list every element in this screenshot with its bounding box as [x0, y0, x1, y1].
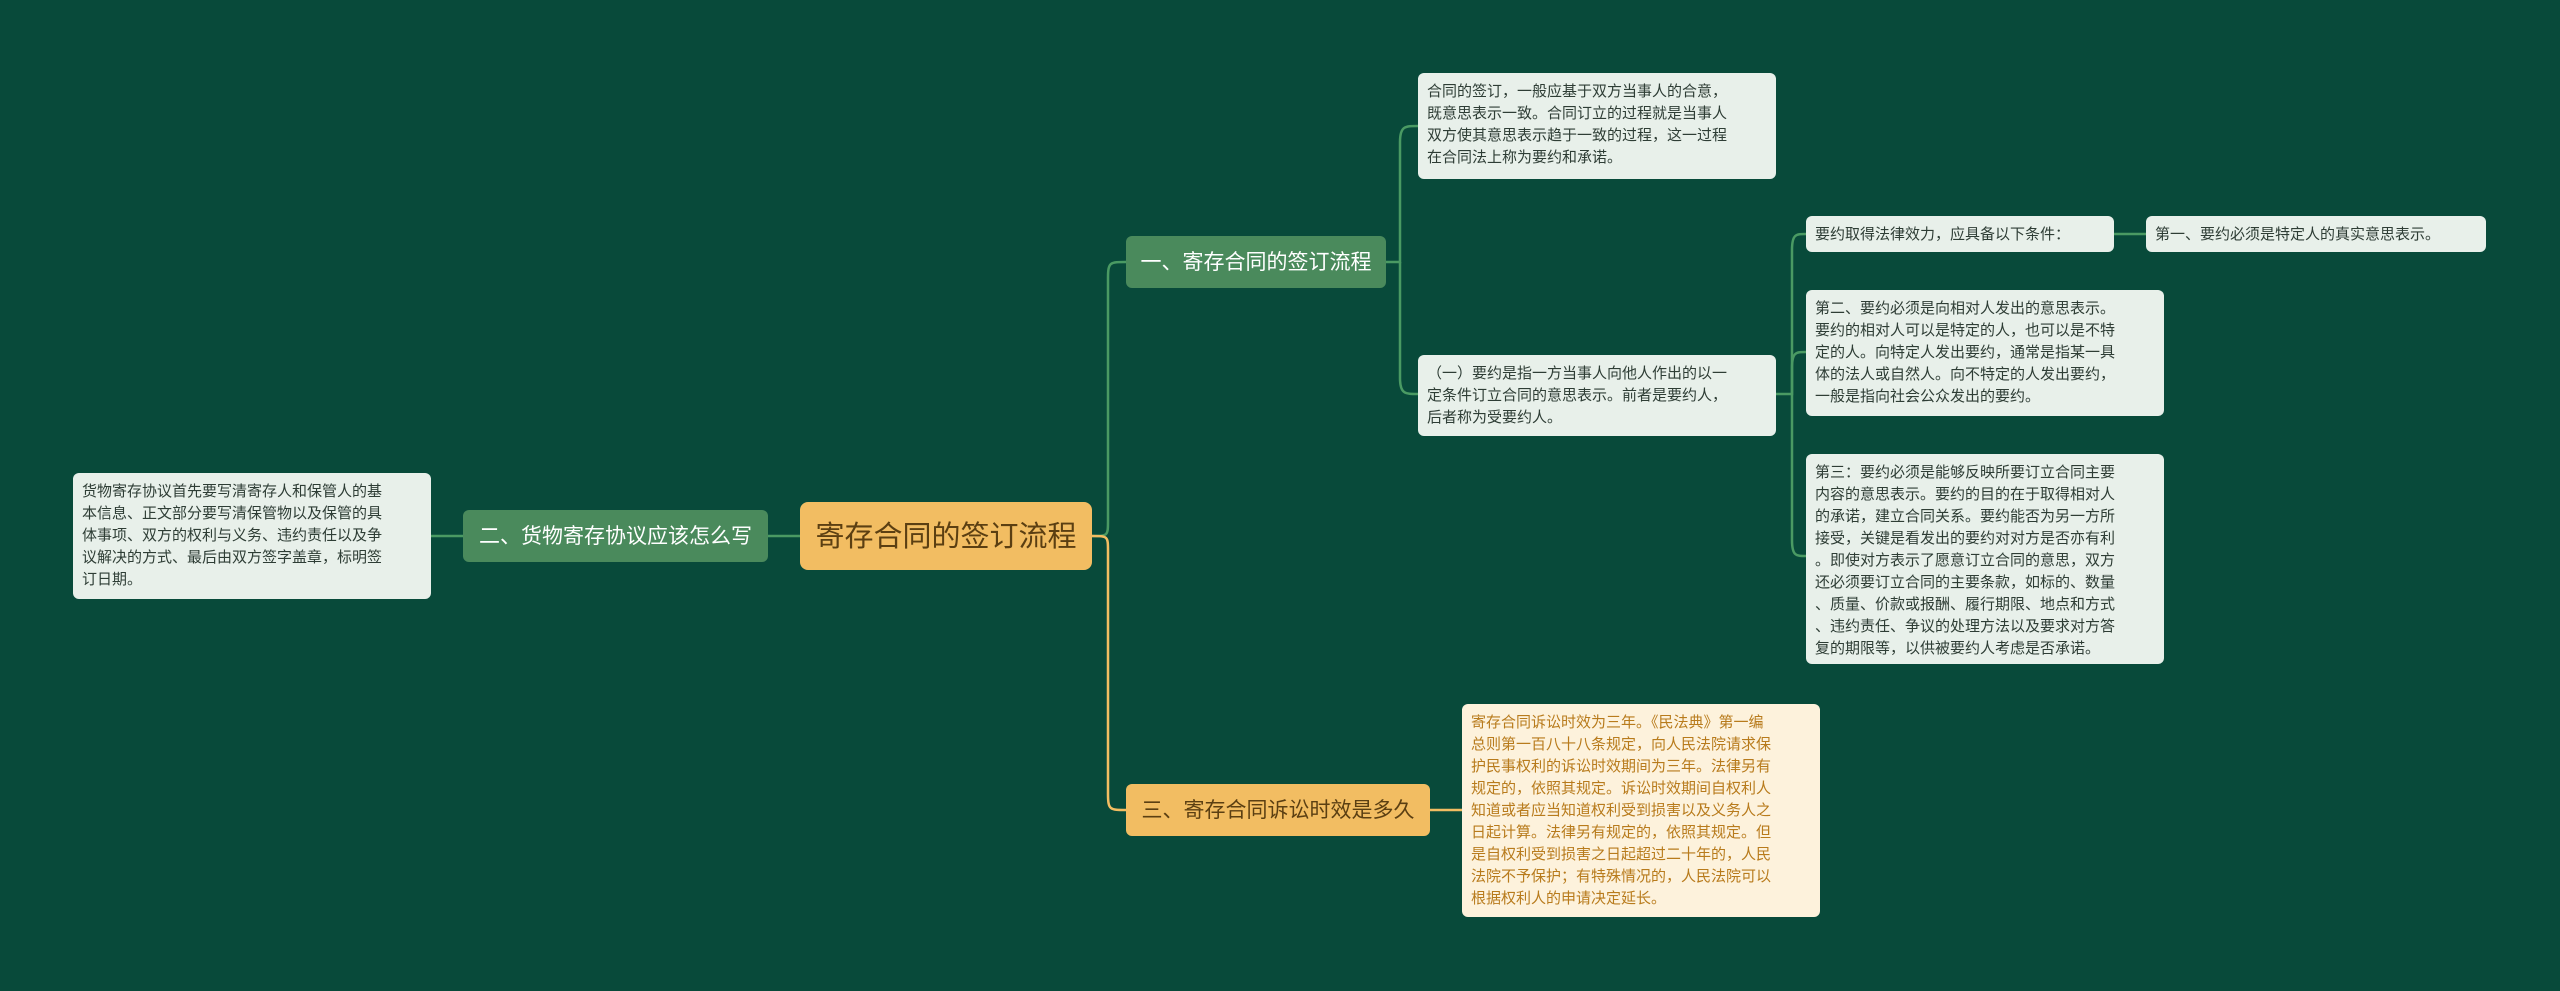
leaf-contract-signing-consensus[interactable]: 合同的签订，一般应基于双方当事人的合意， 既意思表示一致。合同订立的过程就是当事… [1418, 73, 1776, 179]
leaf-offer-legal-conditions[interactable]: 要约取得法律效力，应具备以下条件： [1806, 216, 2114, 252]
connector-leaf2-condition [1776, 232, 1807, 396]
leaf-offer-condition-three[interactable]: 第三：要约必须是能够反映所要订立合同主要 内容的意思表示。要约的目的在于取得相对… [1806, 454, 2164, 664]
branch-node-limitation-period[interactable]: 三、寄存合同诉讼时效是多久 [1126, 784, 1430, 836]
leaf-agreement-writing-content[interactable]: 货物寄存协议首先要写清寄存人和保管人的基 本信息、正文部分要写清保管物以及保管的… [73, 473, 431, 599]
leaf-limitation-period-content[interactable]: 寄存合同诉讼时效为三年。《民法典》第一编 总则第一百八十八条规定，向人民法院请求… [1462, 704, 1820, 917]
connector-root-branch1 [1091, 260, 1127, 538]
connector-leaf2-second [1790, 350, 1807, 394]
connector-leaf2-third [1790, 394, 1807, 558]
connector-root-branch3 [1091, 534, 1127, 812]
connector-branch1-leaf1 [1386, 124, 1419, 264]
leaf-offer-condition-one[interactable]: 第一、要约必须是特定人的真实意思表示。 [2146, 216, 2486, 252]
leaf-offer-definition[interactable]: （一）要约是指一方当事人向他人作出的以一 定条件订立合同的意思表示。前者是要约人… [1418, 355, 1776, 436]
connector-branch1-leaf2 [1398, 262, 1419, 396]
leaf-offer-condition-two[interactable]: 第二、要约必须是向相对人发出的意思表示。 要约的相对人可以是特定的人，也可以是不… [1806, 290, 2164, 416]
branch-node-signing-process[interactable]: 一、寄存合同的签订流程 [1126, 236, 1386, 288]
root-node[interactable]: 寄存合同的签订流程 [800, 502, 1092, 570]
branch-node-agreement-writing[interactable]: 二、货物寄存协议应该怎么写 [463, 510, 768, 562]
